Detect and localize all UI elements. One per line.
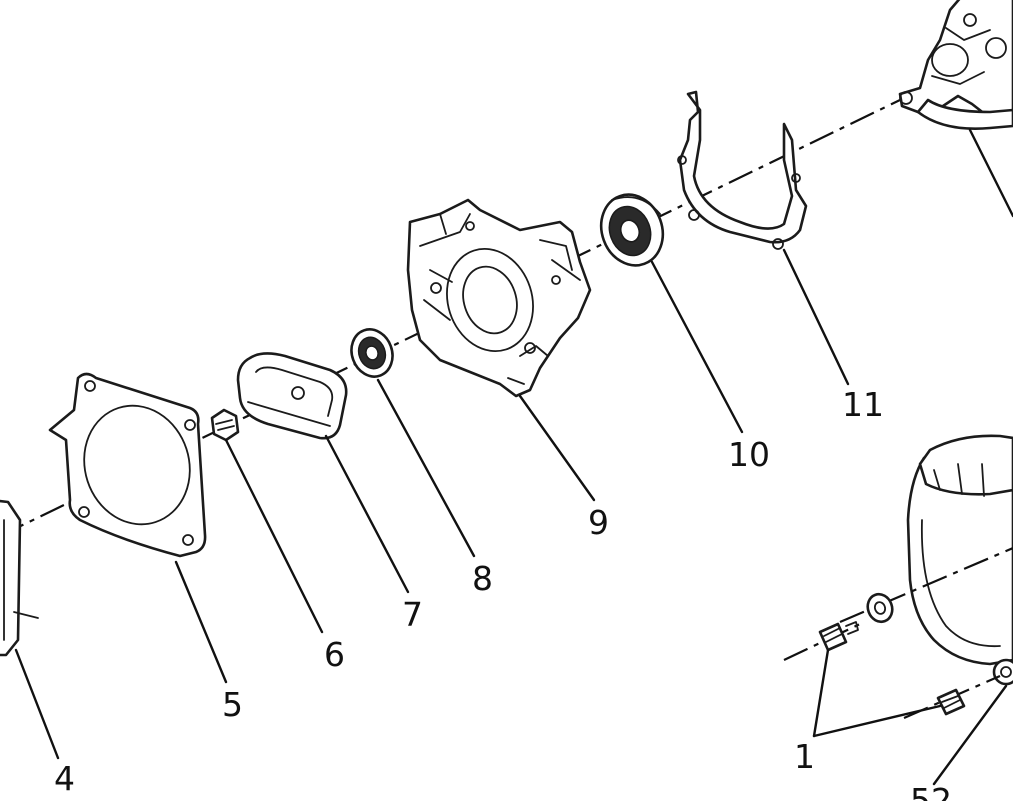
leader-lines (14, 128, 1013, 786)
callout-7: 7 (402, 595, 423, 634)
callout-4: 4 (54, 759, 75, 798)
callout-5: 5 (222, 685, 243, 724)
part-11-bracket (677, 90, 808, 250)
part-top-right-assembly (898, 0, 1013, 130)
part-7-cover (236, 352, 348, 440)
callout-11: 11 (842, 385, 884, 424)
part-10-large-bearing (599, 193, 665, 267)
part-5-gasket (48, 372, 207, 558)
part-8-small-bearing (350, 328, 394, 378)
part-9-crankcase (406, 198, 592, 398)
part-1-fittings (783, 621, 1001, 720)
callout-52: 52 (910, 781, 952, 801)
part-4-housing-edge (0, 499, 39, 657)
callout-8: 8 (472, 559, 493, 598)
callout-6: 6 (324, 635, 345, 674)
part-6-nut (210, 408, 240, 442)
part-fuel-tank-assembly (839, 434, 1013, 686)
callout-10: 10 (728, 435, 770, 474)
callout-1: 1 (794, 737, 815, 776)
callout-9: 9 (588, 503, 609, 542)
